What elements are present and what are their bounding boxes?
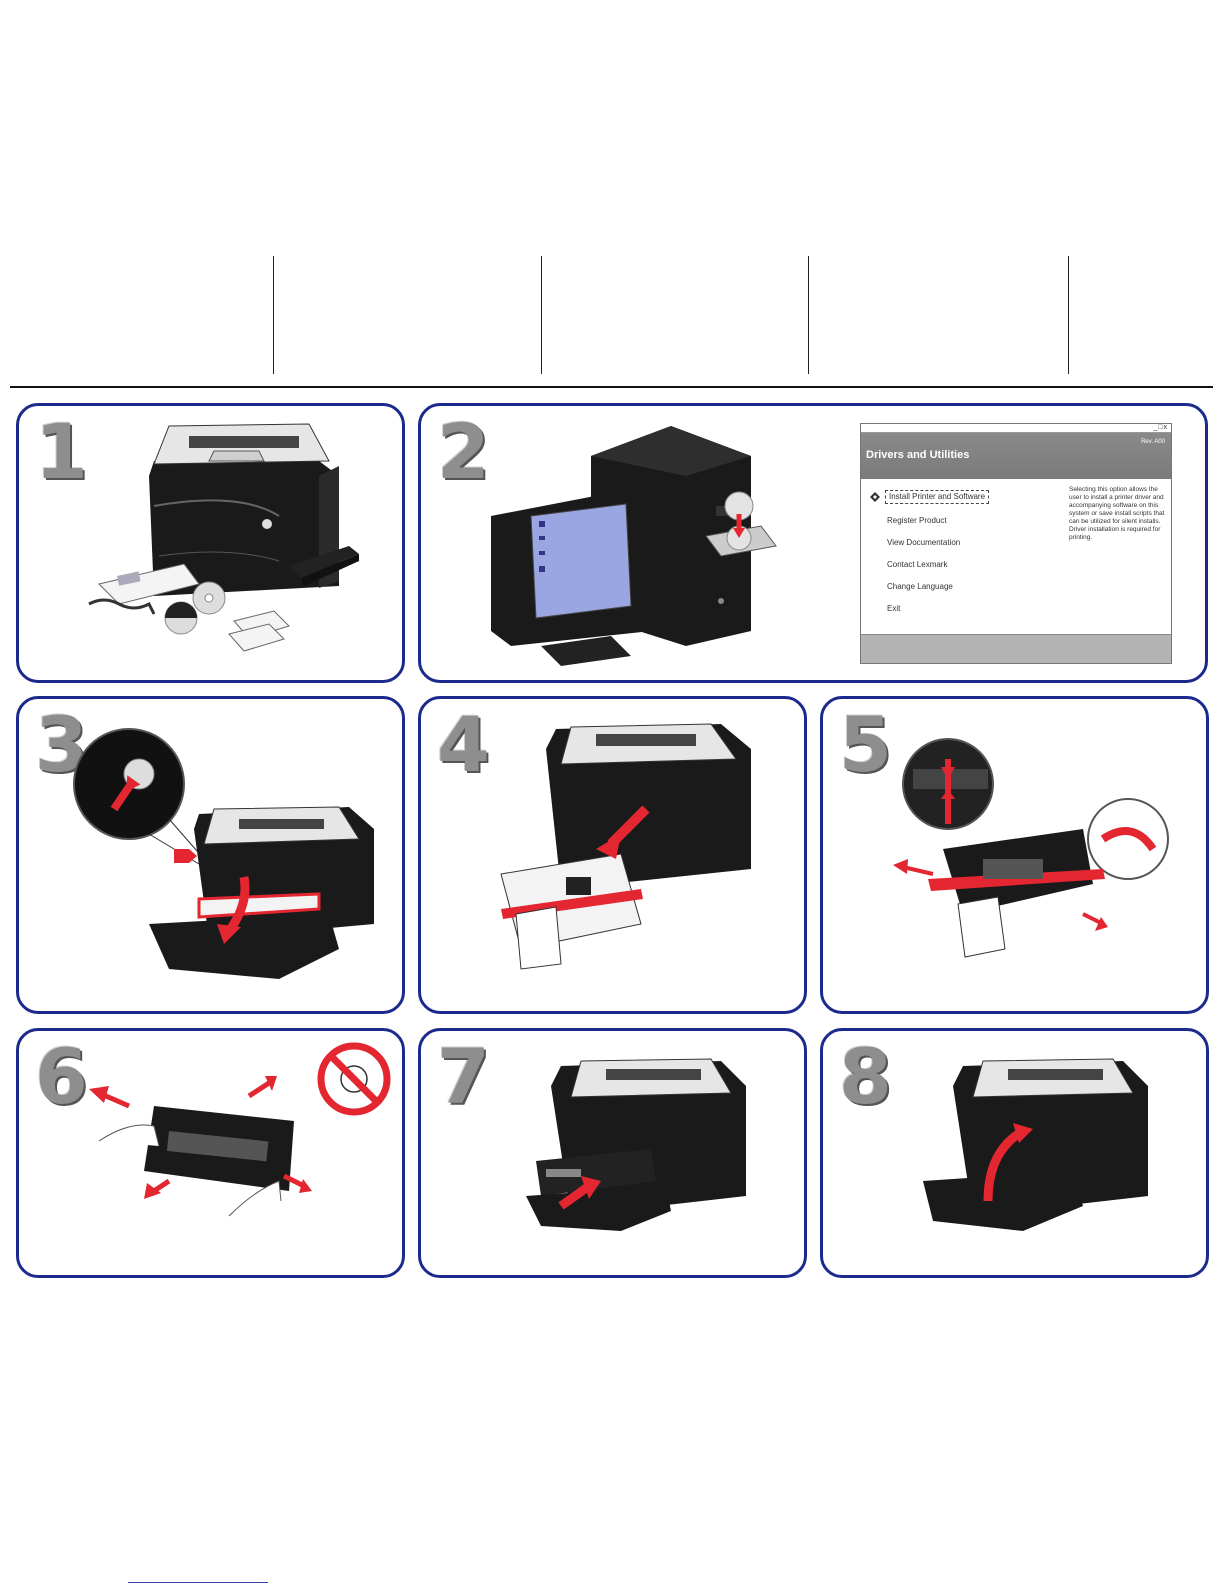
step-panel-6: 6: [16, 1028, 405, 1278]
menu-item-register[interactable]: Register Product: [887, 516, 947, 525]
window-controls[interactable]: _□x: [1153, 424, 1168, 431]
close-front-door-illustration: [923, 1058, 1148, 1231]
step-panel-3: 3: [16, 696, 405, 1014]
step-panel-2: 2 _□x Drivers and Utilities Rev. A00: [418, 403, 1208, 683]
header-divider-2: [541, 256, 542, 374]
selection-diamond-icon: [870, 492, 880, 502]
menu-item-contact[interactable]: Contact Lexmark: [887, 560, 948, 569]
open-front-door-illustration: [73, 728, 374, 979]
computer-cd-illustration: [491, 426, 777, 666]
window-header: Drivers and Utilities Rev. A00: [861, 433, 1171, 479]
step-panel-7: 7: [418, 1028, 807, 1278]
step-number: 8: [839, 1032, 892, 1121]
footer-link-line: [128, 1582, 268, 1583]
window-footer: [861, 634, 1171, 663]
installer-menu: Install Printer and Software Register Pr…: [885, 490, 1067, 626]
step-number: 5: [839, 700, 892, 789]
step-number: 7: [437, 1032, 490, 1121]
menu-item-documentation[interactable]: View Documentation: [887, 538, 961, 547]
step-number: 6: [35, 1032, 88, 1121]
revision-label: Rev. A00: [1141, 439, 1165, 445]
step-panel-8: 8: [820, 1028, 1209, 1278]
step-number: 2: [437, 407, 490, 496]
step-number: 4: [437, 700, 490, 789]
remove-cartridge-illustration: [500, 723, 751, 970]
option-description: Selecting this option allows the user to…: [1069, 486, 1165, 541]
step-number: 1: [35, 407, 88, 496]
step-panel-4: 4: [418, 696, 807, 1014]
header-divider-1: [273, 256, 274, 374]
step-panel-5: 5: [820, 696, 1209, 1014]
window-titlebar: _□x: [861, 424, 1171, 433]
step-panel-1: 1: [16, 403, 405, 683]
header-rule: [10, 386, 1213, 388]
no-light-icon: [317, 1042, 391, 1116]
header-divider-3: [808, 256, 809, 374]
printer-unboxing-illustration: [88, 423, 359, 652]
menu-item-exit[interactable]: Exit: [887, 604, 901, 613]
window-title: Drivers and Utilities: [866, 449, 970, 461]
menu-item-install[interactable]: Install Printer and Software: [885, 490, 990, 504]
header-divider-4: [1068, 256, 1069, 374]
menu-item-language[interactable]: Change Language: [887, 582, 953, 591]
insert-cartridge-illustration: [526, 1058, 746, 1231]
remove-packing-illustration: [893, 738, 1169, 958]
shake-cartridge-illustration: [89, 1042, 391, 1217]
installer-window: _□x Drivers and Utilities Rev. A00 Insta…: [860, 423, 1172, 664]
